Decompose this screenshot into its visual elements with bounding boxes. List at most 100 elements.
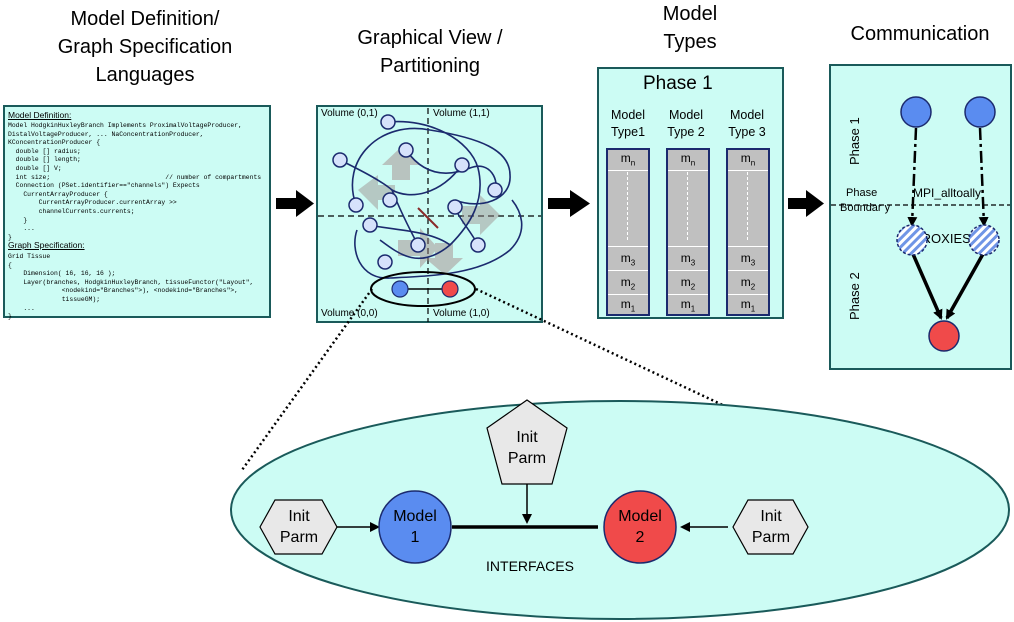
model-2-label: Model 2 xyxy=(610,506,670,548)
header-graphical-line1: Graphical View / xyxy=(357,27,503,49)
init-parm-right-shape xyxy=(732,499,809,555)
init-parm-top-line2: Parm xyxy=(507,450,547,467)
network-node xyxy=(332,152,348,168)
network-node xyxy=(380,114,396,130)
init-parm-left-label: Init Parm xyxy=(268,506,330,548)
model-2-line2: 2 xyxy=(635,529,645,546)
volume-0-0: Volume (0,0) xyxy=(321,308,378,319)
model-cell-subscript: 3 xyxy=(750,258,756,268)
column-separator xyxy=(668,270,708,271)
init-parm-top-label: Init Parm xyxy=(496,427,558,469)
column-separator xyxy=(608,170,648,171)
model-cell-subscript: n xyxy=(750,158,756,168)
init-parm-left-line1: Init xyxy=(288,508,310,525)
column-separator xyxy=(728,270,768,271)
model-definition-code: Model HodgkinHuxleyBranch Implements Pro… xyxy=(8,122,262,241)
model-cell-base: m xyxy=(620,251,631,265)
interfaces-label: INTERFACES xyxy=(486,558,574,574)
model-cell-base: m xyxy=(740,251,751,265)
model-type-3-label: Model Type 3 xyxy=(717,107,777,141)
volume-1-1: Volume (1,1) xyxy=(433,108,490,119)
network-node xyxy=(470,237,486,253)
model-cell-subscript: 2 xyxy=(750,282,756,292)
network-node xyxy=(362,217,378,233)
partition-crossing-mark xyxy=(417,207,439,229)
init-parm-left-shape xyxy=(259,499,338,555)
types-phase-title: Phase 1 xyxy=(643,73,713,94)
phase1-node-left xyxy=(900,96,932,128)
header-graphical: Graphical View / Partitioning xyxy=(315,24,545,80)
model-cell-subscript: 2 xyxy=(630,282,636,292)
header-graphical-line2: Partitioning xyxy=(379,55,481,77)
model-cell-subscript: 1 xyxy=(630,304,636,314)
model-cell-m2: m2 xyxy=(668,275,708,291)
model-cell-base: m xyxy=(620,297,631,311)
model-cell-base: m xyxy=(680,251,691,265)
model-cell-base: m xyxy=(680,297,691,311)
graphical-panel xyxy=(316,105,543,323)
model-cell-base: m xyxy=(740,297,751,311)
column-ellipsis-dash xyxy=(747,172,748,240)
model-type-2-line2: Type 2 xyxy=(667,125,705,139)
column-separator xyxy=(608,246,648,247)
zoom-line-left xyxy=(240,288,374,471)
model-1-node xyxy=(378,490,452,564)
header-languages: Model Definition/ Graph Specification La… xyxy=(20,5,270,89)
model-cell-subscript: 3 xyxy=(630,258,636,268)
column-separator xyxy=(728,246,768,247)
init-parm-top-shape xyxy=(486,399,568,485)
proxy-node-right xyxy=(968,224,1000,256)
phase-boundary-line1: Phase xyxy=(846,187,878,199)
model-cell-m3: m3 xyxy=(608,251,648,267)
phase-boundary-line2: Boundar y xyxy=(840,202,891,214)
small-red-node xyxy=(441,280,459,298)
column-separator xyxy=(728,294,768,295)
init-parm-top-line1: Init xyxy=(516,429,538,446)
model-cell-subscript: n xyxy=(630,158,636,168)
network-node xyxy=(398,142,414,158)
header-types-line2: Types xyxy=(663,31,717,53)
flow-arrow-2 xyxy=(548,190,590,217)
model-1-label: Model 1 xyxy=(385,506,445,548)
header-types-line1: Model xyxy=(662,3,718,25)
init-parm-right-label: Init Parm xyxy=(740,506,802,548)
column-ellipsis-dash xyxy=(627,172,628,240)
flow-arrow-3 xyxy=(788,190,824,217)
model-cell-m1: m1 xyxy=(728,297,768,313)
model-type-1-line2: Type1 xyxy=(610,125,646,139)
volume-1-0: Volume (1,0) xyxy=(433,308,490,319)
header-languages-line1: Model Definition/ xyxy=(70,8,220,30)
phase-boundary-label: Phase Boundar y xyxy=(840,186,890,216)
model-cell-subscript: 2 xyxy=(690,282,696,292)
column-separator xyxy=(668,246,708,247)
graph-specification-heading: Graph Specification: xyxy=(8,240,85,250)
header-model-types: Model Types xyxy=(620,0,760,56)
column-separator xyxy=(668,294,708,295)
model-type-1-line1: Model xyxy=(610,108,646,122)
model-cell-m3: m3 xyxy=(668,251,708,267)
model-2-line1: Model xyxy=(618,508,662,525)
network-node xyxy=(382,192,398,208)
zoom-line-right xyxy=(475,287,781,434)
model-1-line1: Model xyxy=(393,508,437,525)
network-node xyxy=(487,182,503,198)
column-separator xyxy=(608,270,648,271)
model-cell-base: m xyxy=(740,151,751,165)
proxy-node-left xyxy=(896,224,928,256)
model-cell-base: m xyxy=(680,275,691,289)
model-cell-mn: mn xyxy=(728,151,768,167)
column-separator xyxy=(728,170,768,171)
model-type-2-label: Model Type 2 xyxy=(656,107,716,141)
graph-specification-code: Grid Tissue { Dimension( 16, 16, 16 ); L… xyxy=(8,253,254,321)
init-parm-right-line2: Parm xyxy=(751,529,791,546)
model-cell-mn: mn xyxy=(608,151,648,167)
network-node xyxy=(377,254,393,270)
small-blue-node xyxy=(391,280,409,298)
header-languages-line3: Languages xyxy=(95,64,195,86)
phase2-target-node xyxy=(928,320,960,352)
model-cell-m1: m1 xyxy=(608,297,648,313)
network-node xyxy=(454,157,470,173)
